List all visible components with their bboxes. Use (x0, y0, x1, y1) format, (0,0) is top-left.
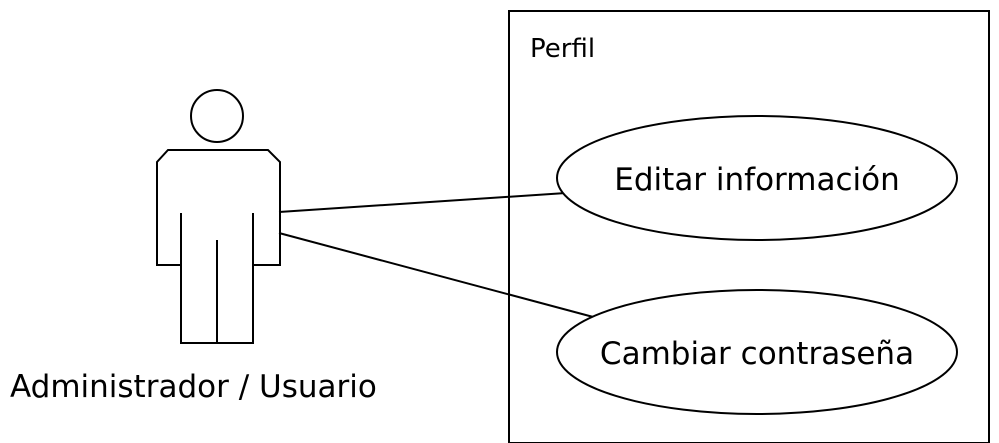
use-case-label: Cambiar contraseña (600, 336, 914, 372)
use-case-ellipse (556, 289, 958, 415)
use-case-cambiar-contrasena: Cambiar contraseña (556, 289, 958, 415)
system-boundary-box (508, 10, 990, 443)
actor-figure-icon (156, 89, 281, 344)
actor-head (190, 89, 244, 143)
association-cambiar-contrasena (278, 232, 598, 319)
use-case-ellipse (556, 115, 958, 241)
use-case-label: Editar información (614, 162, 899, 198)
use-case-editar-informacion: Editar información (556, 115, 958, 241)
actor-body (156, 149, 281, 344)
association-editar-informacion (278, 192, 567, 213)
actor-label: Administrador / Usuario (10, 369, 377, 405)
associations (278, 192, 598, 319)
system-boundary: Perfil (508, 10, 990, 443)
actor: Administrador / Usuario (10, 89, 377, 405)
system-title: Perfil (530, 34, 595, 64)
